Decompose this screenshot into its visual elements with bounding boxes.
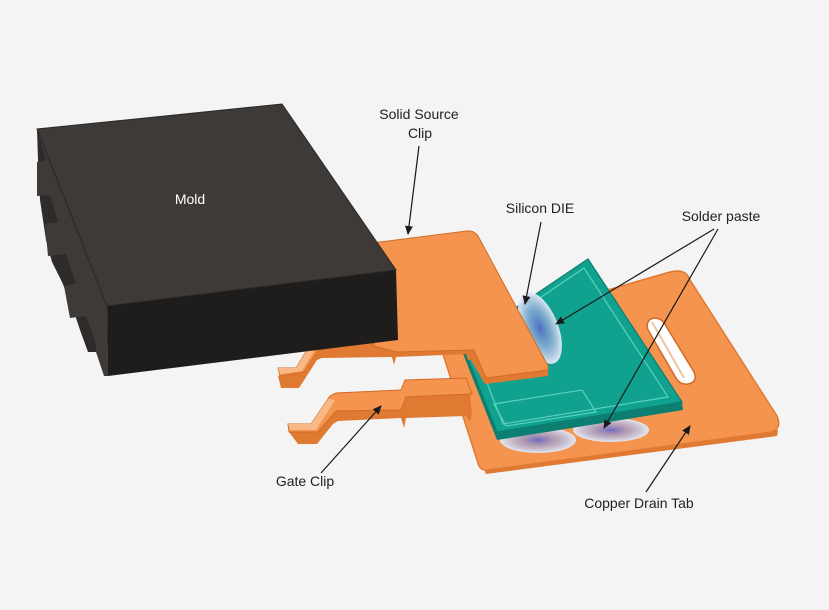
gate-clip-side <box>289 394 472 444</box>
source-clip-leg-side <box>278 343 476 388</box>
gate-clip-top <box>287 377 473 433</box>
solder-paste-arrow-tab <box>603 228 719 429</box>
solder-paste-arrow-die <box>555 228 715 325</box>
source-clip-label-line2: Clip <box>408 125 432 141</box>
silicon-die-label: Silicon DIE <box>506 200 574 216</box>
drain-tab-label: Copper Drain Tab <box>584 495 694 511</box>
leader-arrows <box>320 145 719 493</box>
source-clip-arrow <box>405 145 420 235</box>
gate-clip-label: Gate Clip <box>276 473 335 489</box>
source-clip-body-top <box>371 230 549 379</box>
gate-clip-arrow <box>320 405 382 474</box>
mold-side-notches <box>37 129 108 376</box>
source-clip-leg-highlight <box>278 344 317 374</box>
silicon-die-arrow <box>522 221 542 305</box>
drain-tab-slot-shade <box>651 321 685 379</box>
mold-label: Mold <box>175 191 205 207</box>
die-top-outline <box>471 267 670 425</box>
die-gate-pad <box>493 389 597 427</box>
mold-top <box>36 103 397 307</box>
source-clip-label-line1: Solid Source <box>379 106 459 122</box>
mold-block: Mold <box>36 103 398 376</box>
gate-clip-foot-highlight <box>288 399 335 430</box>
die-side <box>462 344 683 440</box>
drain-tab-arrow <box>645 425 691 493</box>
source-clip <box>277 230 549 388</box>
mold-front <box>107 270 398 376</box>
gate-clip <box>287 377 473 444</box>
solder-paste-label: Solder paste <box>682 208 761 224</box>
